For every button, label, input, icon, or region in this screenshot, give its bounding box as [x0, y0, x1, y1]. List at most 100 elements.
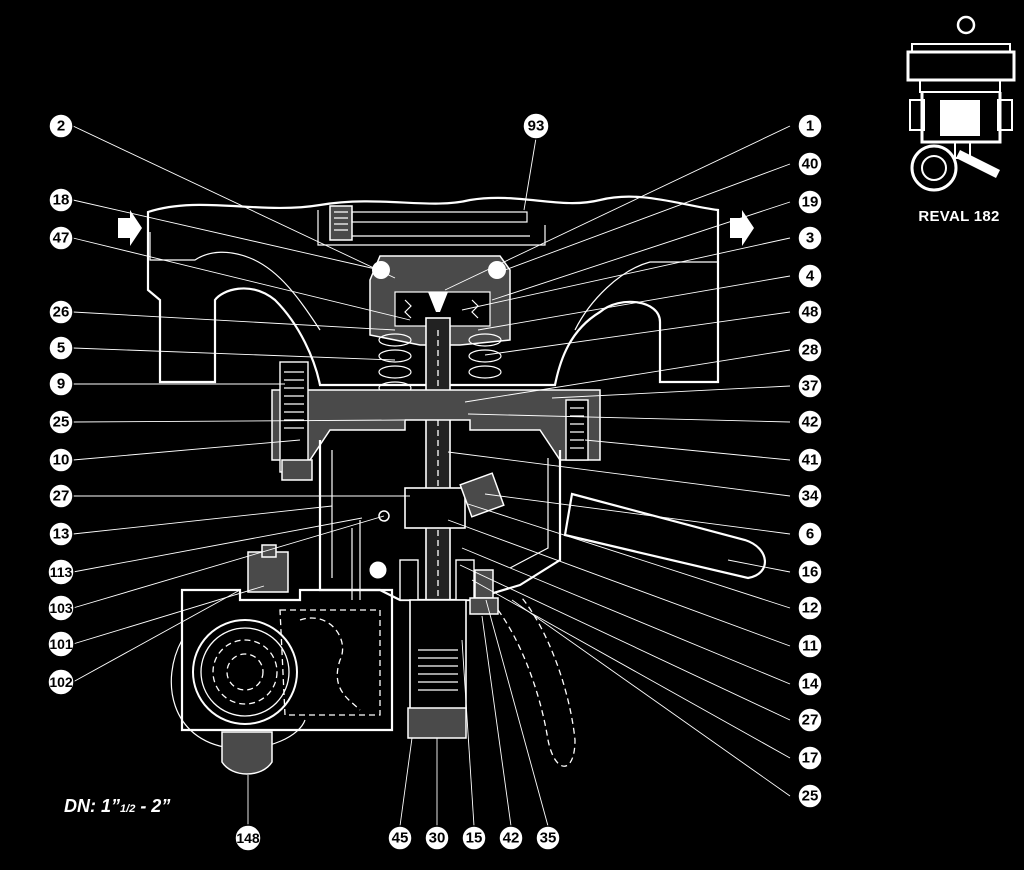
callout-42-bottom: 42 — [498, 825, 524, 851]
callout-9: 9 — [48, 371, 74, 397]
callout-10-text: 10 — [53, 452, 70, 469]
callout-45: 45 — [387, 825, 413, 851]
gauge-core — [226, 653, 264, 691]
leader-lines — [72, 125, 791, 827]
top-pilot-cap — [261, 544, 277, 558]
callout-25-right: 25 — [797, 783, 823, 809]
callout-101: 101 — [47, 630, 75, 658]
callout-11: 11 — [797, 633, 823, 659]
callout-48: 48 — [797, 299, 823, 325]
model-thumbnail — [906, 15, 1016, 192]
callout-17: 17 — [797, 745, 823, 771]
cam-square — [459, 472, 505, 518]
callout-93-text: 93 — [528, 118, 545, 135]
callout-28-text: 28 — [802, 342, 819, 359]
callout-40: 40 — [797, 151, 823, 177]
lower-stem-thread — [418, 649, 458, 691]
stem-block — [404, 487, 466, 529]
outlet-flow-arrow — [730, 210, 754, 246]
left-bolt-thread — [284, 371, 304, 429]
small-bolt-head — [469, 597, 499, 615]
inlet-flow-arrow — [118, 210, 142, 246]
callout-34: 34 — [797, 483, 823, 509]
callout-13: 13 — [48, 521, 74, 547]
callout-14: 14 — [797, 671, 823, 697]
callout-37-text: 37 — [802, 378, 819, 395]
callout-16: 16 — [797, 559, 823, 585]
left-bolt — [279, 361, 309, 473]
callout-41-text: 41 — [802, 452, 819, 469]
callout-34-text: 34 — [802, 488, 819, 505]
callout-25-right-text: 25 — [802, 788, 819, 805]
callout-19-text: 19 — [802, 194, 819, 211]
callout-5-text: 5 — [57, 340, 65, 357]
callout-4: 4 — [797, 263, 823, 289]
callout-3: 3 — [797, 225, 823, 251]
callout-2-text: 2 — [57, 118, 65, 135]
dn-prefix: DN: 1” — [64, 796, 121, 816]
callout-102-text: 102 — [49, 674, 73, 690]
left-bolt-nut — [281, 459, 313, 481]
callout-16-text: 16 — [802, 564, 819, 581]
callout-13-text: 13 — [53, 526, 70, 543]
pilot-valve-seat — [428, 292, 448, 312]
upper-body-inner — [149, 232, 719, 331]
callout-35: 35 — [535, 825, 561, 851]
callout-103-text: 103 — [49, 600, 73, 616]
callout-27-right-text: 27 — [802, 712, 819, 729]
callout-27-right: 27 — [797, 707, 823, 733]
callout-1-text: 1 — [806, 118, 814, 135]
callout-6: 6 — [797, 521, 823, 547]
callout-14-text: 14 — [802, 676, 819, 693]
callout-19: 19 — [797, 189, 823, 215]
callout-47: 47 — [48, 225, 74, 251]
callout-27-left: 27 — [48, 483, 74, 509]
callout-10: 10 — [48, 447, 74, 473]
callout-93: 93 — [522, 112, 550, 140]
callout-2: 2 — [48, 113, 74, 139]
small-bolt-right — [474, 569, 494, 599]
callout-45-text: 45 — [392, 830, 409, 847]
top-cover-plate — [351, 211, 528, 223]
callout-148-text: 148 — [236, 830, 260, 846]
callout-9-text: 9 — [57, 376, 65, 393]
bottom-nut — [221, 731, 273, 775]
top-screw-thread — [334, 211, 348, 231]
callout-3-text: 3 — [806, 230, 814, 247]
upper-body-outline — [146, 195, 720, 387]
latch-arm — [351, 520, 361, 600]
callout-27-left-text: 27 — [53, 488, 70, 505]
handle-alternate-position — [497, 597, 576, 767]
callout-4-text: 4 — [806, 268, 815, 285]
gauge-outer — [192, 619, 298, 725]
callout-12-text: 12 — [802, 600, 819, 617]
callout-5: 5 — [48, 335, 74, 361]
callout-42-bottom-text: 42 — [503, 830, 520, 847]
pilot-springs-small — [404, 299, 479, 319]
callout-40-text: 40 — [802, 156, 819, 173]
callout-15-text: 15 — [466, 830, 483, 847]
callout-42-right-text: 42 — [802, 414, 819, 431]
pilot-o-ring-right — [488, 261, 506, 279]
dn-suffix: - 2” — [135, 796, 171, 816]
top-screw-plug — [329, 205, 353, 241]
callout-41: 41 — [797, 447, 823, 473]
callout-12: 12 — [797, 595, 823, 621]
callout-25-left-text: 25 — [53, 414, 70, 431]
callout-6-text: 6 — [806, 526, 814, 543]
callout-148: 148 — [234, 824, 262, 852]
callouts: 2 18 47 26 5 9 25 10 27 13 113 103 101 1… — [47, 112, 823, 852]
callout-113-text: 113 — [50, 564, 73, 580]
callout-28: 28 — [797, 337, 823, 363]
callout-37: 37 — [797, 373, 823, 399]
lower-housing-inner — [331, 450, 549, 578]
release-block-inner — [279, 609, 381, 716]
gauge-inner — [212, 639, 278, 705]
callout-42-right: 42 — [797, 409, 823, 435]
stem-guide-right — [455, 559, 475, 601]
callout-103: 103 — [47, 594, 75, 622]
stem-guide-left — [399, 559, 419, 601]
reset-pin — [366, 558, 390, 582]
stem-end-nut — [407, 707, 467, 739]
